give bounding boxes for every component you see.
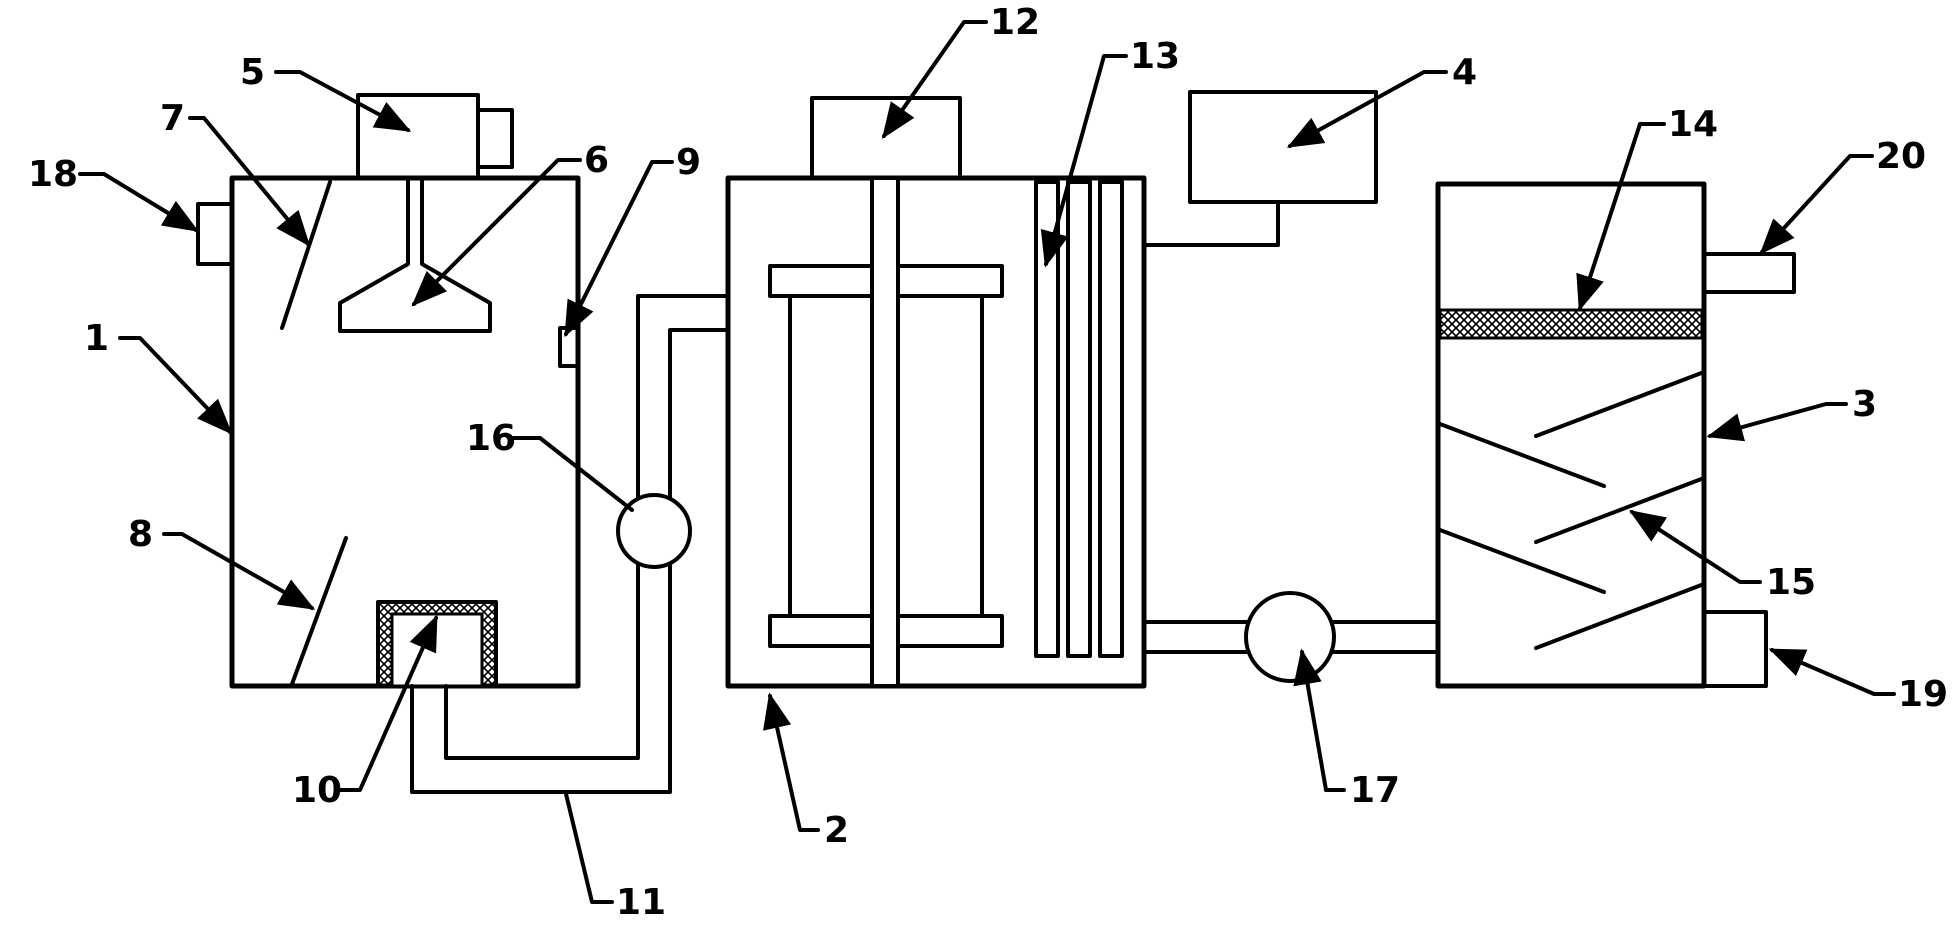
label-3: 3: [1852, 384, 1877, 425]
motor-5: [356, 93, 480, 180]
leader-7: [188, 116, 311, 247]
label-1: 1: [84, 318, 109, 359]
plate-15-c: [1534, 476, 1706, 544]
leader-12: [881, 20, 988, 139]
port-19: [1702, 610, 1768, 688]
label-6: 6: [584, 140, 609, 181]
tank-3: [1435, 181, 1796, 689]
leader-11: [564, 792, 614, 904]
leader-2: [763, 692, 820, 832]
leader-19: [1768, 648, 1896, 696]
leader-4: [1286, 70, 1448, 148]
labels: 1 2 3 4 5 6 7 8 9 10 11 12 13 14 15 16 1…: [28, 2, 1948, 923]
filter-10-inner: [390, 612, 484, 688]
wire-to-4: [1142, 200, 1280, 247]
leader-20: [1759, 154, 1874, 255]
sensor-9: [558, 326, 580, 368]
electrode-13-b: [1066, 180, 1092, 658]
leader-14: [1576, 122, 1666, 312]
motor-5-side-box: [476, 108, 514, 169]
baffle-8: [290, 536, 348, 686]
leader-18: [78, 172, 200, 232]
label-17: 17: [1350, 770, 1400, 811]
label-13: 13: [1130, 36, 1180, 77]
label-19: 19: [1898, 674, 1948, 715]
pipe-11: [410, 294, 728, 794]
leader-16: [512, 436, 634, 512]
outlet-20: [1702, 252, 1796, 294]
filter-layer-14: [1438, 308, 1704, 340]
leader-9: [564, 160, 674, 338]
leader-6: [411, 158, 582, 307]
electrode-13-a: [1034, 180, 1060, 658]
power-supply-4: [1188, 90, 1378, 204]
label-12: 12: [990, 2, 1040, 43]
plate-15-e: [1534, 582, 1706, 650]
label-10: 10: [292, 770, 342, 811]
tank-3-body: [1435, 181, 1707, 689]
label-15: 15: [1766, 562, 1816, 603]
leader-17: [1293, 648, 1346, 792]
leader-5: [274, 70, 412, 132]
label-8: 8: [128, 514, 153, 555]
label-14: 14: [1668, 104, 1718, 145]
electrode-13-c: [1098, 180, 1124, 658]
leader-13: [1040, 54, 1128, 268]
tank-2: [725, 96, 1280, 689]
pump-16: [616, 493, 692, 569]
leader-3: [1706, 402, 1848, 442]
label-20: 20: [1876, 136, 1926, 177]
leader-10: [338, 614, 438, 792]
motor-12: [810, 96, 962, 180]
label-4: 4: [1452, 52, 1477, 93]
leader-1: [118, 336, 233, 435]
pump-17: [1244, 591, 1336, 683]
label-16: 16: [466, 418, 516, 459]
plate-15-a: [1534, 370, 1706, 438]
label-11: 11: [616, 882, 666, 923]
label-5: 5: [240, 52, 265, 93]
leader-15: [1628, 510, 1762, 584]
baffle-7: [280, 180, 332, 330]
label-9: 9: [676, 142, 701, 183]
plate-15-d: [1438, 528, 1606, 594]
stirrer-shaft: [870, 176, 900, 688]
tank-1: [196, 93, 581, 689]
leaders: [78, 20, 1896, 904]
label-7: 7: [160, 98, 185, 139]
hood-6: [338, 176, 492, 333]
label-18: 18: [28, 154, 78, 195]
port-18: [196, 202, 234, 266]
label-2: 2: [824, 810, 849, 851]
leader-8: [162, 532, 316, 610]
plate-15-b: [1438, 422, 1606, 488]
